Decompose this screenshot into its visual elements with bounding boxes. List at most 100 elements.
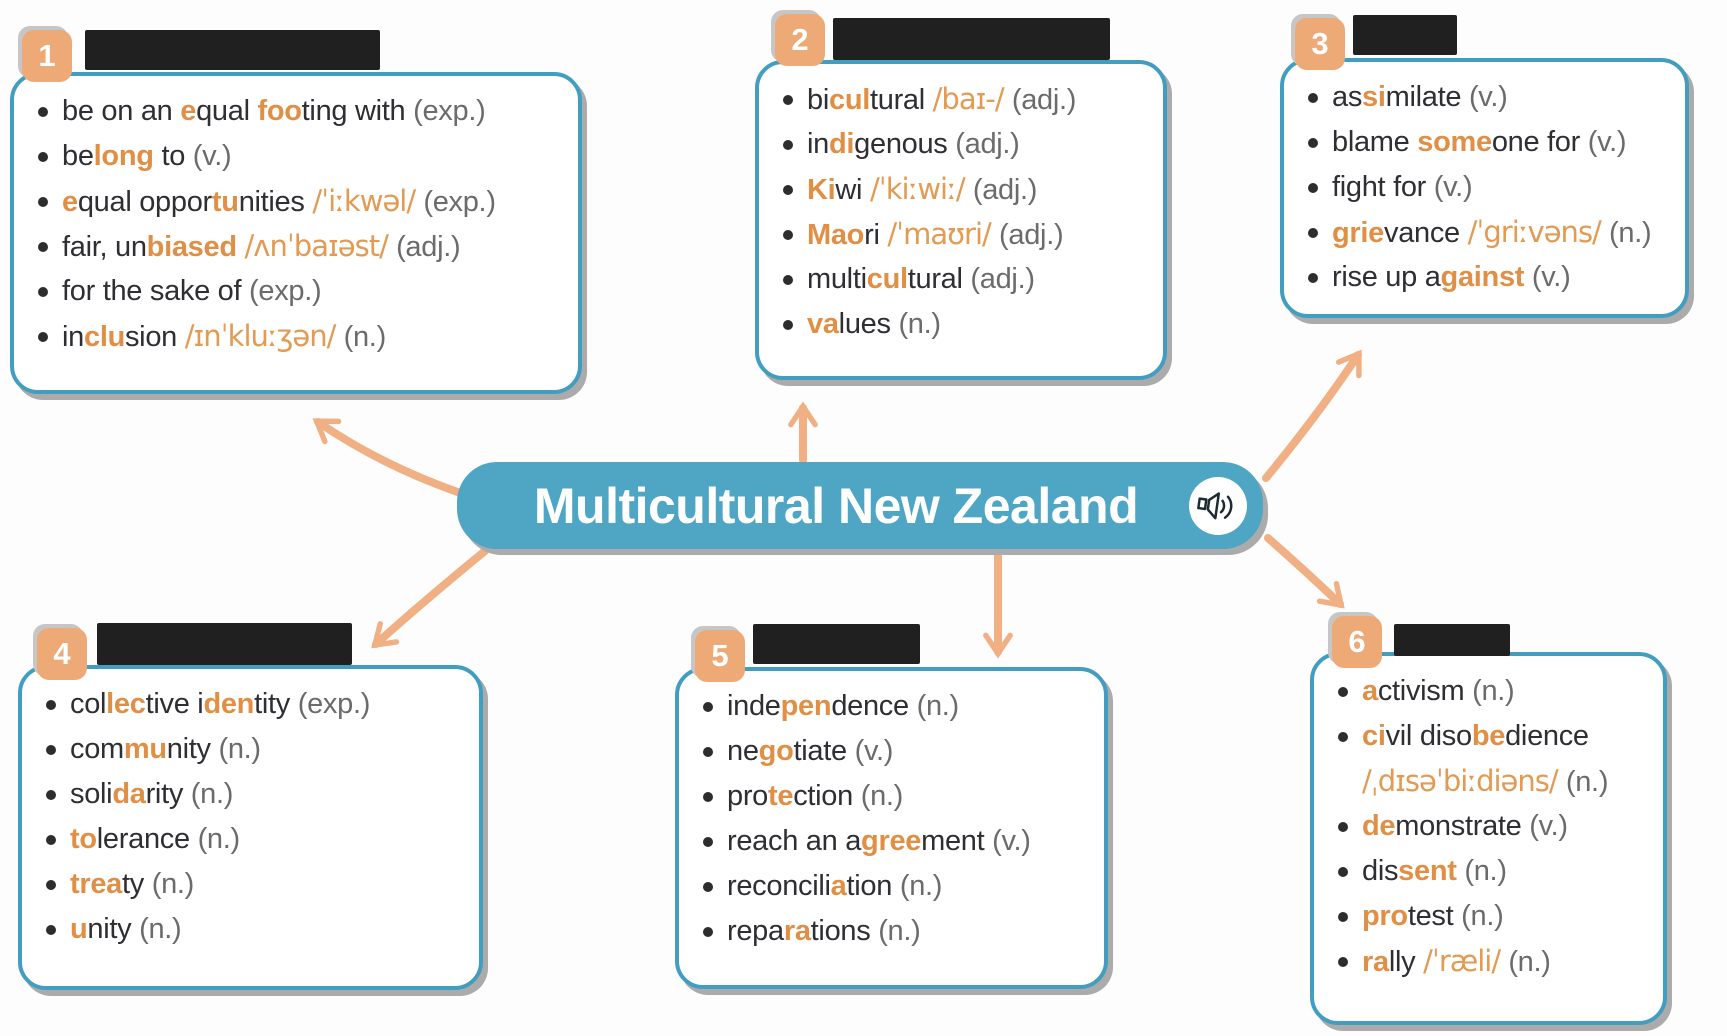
bullet-icon — [46, 879, 56, 890]
vocab-text: values (n.) — [807, 308, 941, 341]
text-segment: rity — [145, 778, 191, 810]
text-segment: (v.) — [1587, 126, 1627, 158]
vocab-box-6: activism (n.)civil disobedience/ˌdɪsəˈbi… — [1310, 652, 1667, 1025]
vocab-item: belong to (v.) — [38, 134, 570, 179]
text-segment: ment — [921, 825, 993, 857]
text-segment: monstrate — [1395, 810, 1530, 842]
text-segment: /ˈgriːvəns/ — [1467, 215, 1610, 249]
bullet-icon — [783, 139, 793, 150]
text-segment: (n.) — [1464, 855, 1507, 887]
text-segment: Mao — [807, 219, 865, 251]
bullet-icon — [703, 881, 713, 892]
text-segment: (v.) — [1531, 261, 1571, 293]
vocab-text: unity (n.) — [70, 913, 182, 946]
text-segment: dis — [1362, 855, 1399, 887]
text-segment: some — [1417, 126, 1492, 158]
bullet-icon — [46, 924, 56, 935]
vocab-item: reach an agreement (v.) — [703, 819, 1096, 864]
vocab-text: community (n.) — [70, 733, 261, 766]
text-segment: rise up a — [1332, 261, 1441, 293]
vocab-box-4: collective identity (exp.) community (n.)… — [18, 665, 483, 990]
vocab-item: dissent (n.) — [1338, 849, 1655, 894]
text-segment: /ˌdɪsəˈbiːdiəns/ — [1362, 764, 1566, 798]
text-segment: biased — [146, 231, 237, 263]
text-segment: (n.) — [1565, 766, 1609, 798]
text-segment: be on an — [62, 95, 181, 127]
text-segment: blame — [1332, 126, 1418, 158]
vocab-item: inclusion /ɪnˈkluːʒən/ (n.) — [38, 314, 570, 359]
vocab-item: Maori /ˈmaʊri/ (adj.) — [783, 212, 1155, 257]
text-segment: /ˈkiːwiː/ — [869, 172, 973, 206]
text-segment: cul — [828, 84, 870, 116]
text-segment: /ɪnˈkluːʒən/ — [184, 319, 344, 353]
text-segment: wi — [835, 174, 870, 206]
text-segment: ctivism — [1377, 675, 1473, 707]
bullet-icon — [783, 184, 793, 195]
text-segment: (adj.) — [972, 174, 1038, 206]
vocab-text: independence (n.) — [727, 690, 959, 723]
bullet-icon — [703, 701, 713, 712]
text-segment: reconcili — [727, 870, 831, 902]
text-segment: nity — [166, 733, 219, 765]
text-segment: ci — [1362, 720, 1386, 752]
text-segment: (v.) — [992, 825, 1031, 857]
vocab-text: treaty (n.) — [70, 868, 194, 901]
vocab-text: indigenous (adj.) — [807, 128, 1020, 161]
vocab-item: unity (n.) — [46, 907, 471, 952]
text-segment: a — [1362, 675, 1378, 707]
text-segment: reach an a — [727, 825, 862, 857]
box-number: 1 — [38, 38, 56, 73]
vocab-item: values (n.) — [783, 302, 1155, 347]
text-segment: ne — [727, 735, 759, 767]
text-segment: be — [62, 140, 94, 172]
vocab-item: equal opportunities /ˈiːkwəl/ (exp.) — [38, 179, 570, 224]
bullet-icon — [783, 319, 793, 330]
text-segment: to — [153, 140, 193, 172]
arrow-to-box-3 — [1262, 349, 1362, 482]
bullet-icon — [1308, 137, 1318, 148]
text-segment: lly — [1388, 946, 1424, 978]
text-segment: grie — [1332, 217, 1384, 249]
vocab-box-5: independence (n.)negotiate (v.)protectio… — [675, 667, 1108, 989]
text-segment — [1524, 261, 1532, 293]
text-segment: u — [70, 913, 88, 945]
bullet-icon — [703, 926, 713, 937]
box-number-badge-2: 2 — [775, 14, 825, 66]
text-segment: (v.) — [1433, 171, 1473, 203]
bullet-icon — [1338, 821, 1348, 832]
text-segment: (n.) — [1472, 675, 1515, 707]
text-segment — [237, 231, 245, 263]
text-segment: tural — [869, 84, 933, 116]
bullet-icon — [38, 151, 48, 162]
vocab-text: negotiate (v.) — [727, 735, 893, 768]
page-title: Multicultural New Zealand — [533, 477, 1139, 534]
text-segment: tu — [211, 186, 239, 218]
text-segment: (exp.) — [423, 186, 496, 218]
text-segment: one for — [1491, 126, 1588, 158]
vocab-text: reach an agreement (v.) — [727, 825, 1031, 858]
text-segment: cul — [866, 263, 908, 295]
vocab-item: rise up against (v.) — [1308, 255, 1677, 300]
text-segment: to — [70, 823, 97, 855]
vocab-text: rally /ˈræli/ (n.) — [1362, 944, 1551, 979]
text-segment: e — [62, 186, 78, 218]
text-segment: qual oppor — [77, 186, 212, 218]
text-segment: gainst — [1440, 261, 1525, 293]
text-segment: (n.) — [860, 780, 904, 812]
text-segment: tive i — [145, 688, 204, 720]
vocab-item: be on an equal footing with (exp.) — [38, 89, 570, 134]
vocab-item: blame someone for (v.) — [1308, 120, 1677, 165]
text-segment: (n.) — [190, 778, 234, 810]
vocab-text: rise up against (v.) — [1332, 261, 1571, 294]
text-segment: milate — [1385, 81, 1469, 113]
text-segment: (n.) — [1609, 217, 1652, 249]
box-header-redacted-3 — [1353, 15, 1457, 55]
vocab-text: collective identity (exp.) — [70, 688, 370, 721]
vocab-item: multicultural (adj.) — [783, 257, 1155, 302]
vocab-item: tolerance (n.) — [46, 817, 471, 862]
speaker-icon[interactable] — [1189, 476, 1247, 535]
bullet-icon — [1308, 227, 1318, 238]
bullet-icon — [38, 196, 48, 207]
bullet-icon — [783, 94, 793, 105]
text-segment: (n.) — [151, 868, 195, 900]
